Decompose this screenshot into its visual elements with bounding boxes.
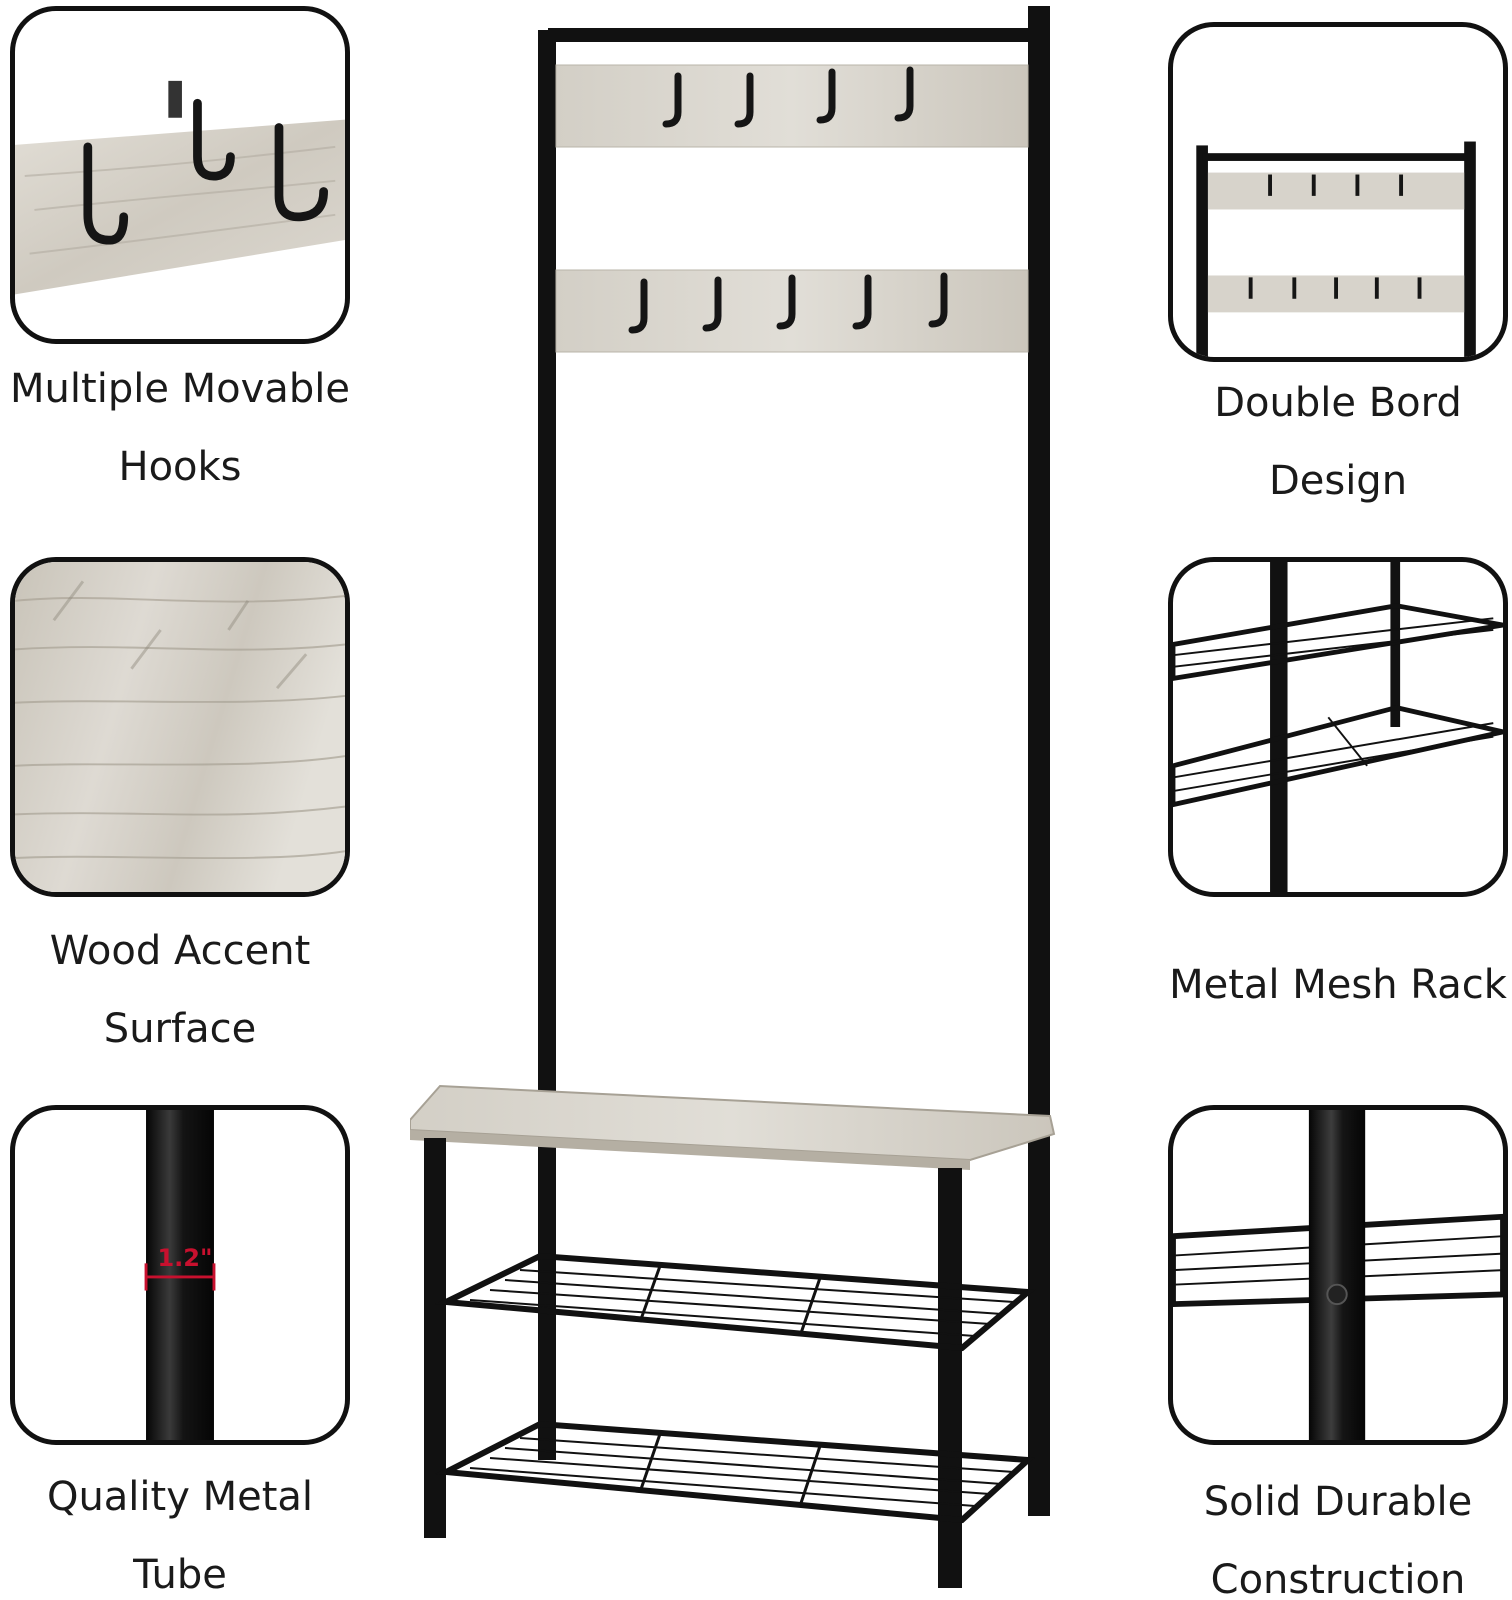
upper-hook-board [555, 64, 1029, 148]
double-board-panel [1168, 22, 1508, 362]
hooks-caption: Multiple Movable Hooks [0, 350, 360, 506]
tube-caption-line2: Tube [133, 1552, 227, 1598]
wood-caption-line1: Wood Accent [49, 928, 311, 974]
wood-grain-background [15, 562, 345, 892]
durable-caption: Solid Durable Construction [1158, 1463, 1512, 1600]
hook-icon [628, 272, 948, 334]
wood-texture-illustration [15, 562, 345, 892]
top-crossbar [548, 28, 1038, 42]
mesh-shelf-icon [435, 1252, 1036, 1352]
bench-seat-edge [410, 1130, 970, 1170]
metal-tube-illustration [144, 1110, 216, 1440]
hook-icon [83, 98, 328, 245]
wood-board [15, 119, 345, 295]
durable-caption-line2: Construction [1210, 1557, 1466, 1600]
hook-icon [1248, 174, 1422, 299]
mesh-caption: Metal Mesh Rack [1158, 946, 1512, 1024]
hall-tree-product [409, 0, 1080, 1600]
tube-caption-line1: Quality Metal [46, 1474, 314, 1520]
mesh-shelf-icon [1173, 603, 1503, 808]
double-board-caption-line2: Design [1268, 458, 1408, 504]
hooks-closeup-illustration [15, 80, 345, 295]
mesh-rack-panel [1168, 557, 1508, 897]
mesh-rack-illustration [1173, 562, 1503, 892]
tube-diameter-label: 1.2" [157, 1244, 213, 1272]
upper-board [1207, 172, 1465, 210]
mesh-caption-line1: Metal Mesh Rack [1169, 962, 1507, 1008]
hooks-closeup-panel [10, 6, 350, 344]
front-legs [424, 1138, 962, 1588]
metal-tube-panel: 1.2" [10, 1105, 350, 1445]
hooks-caption-line1: Multiple Movable [10, 366, 350, 412]
bolt [1326, 1283, 1348, 1306]
wood-caption: Wood Accent Surface [0, 912, 360, 1068]
hooks-caption-line2: Hooks [118, 444, 242, 490]
durable-construction-panel [1168, 1105, 1508, 1445]
hook-icon [662, 66, 914, 128]
double-board-illustration [1196, 141, 1476, 357]
hall-tree-illustration [409, 6, 1056, 1588]
double-board-caption-line1: Double Bord [1214, 380, 1462, 426]
durable-construction-illustration [1173, 1110, 1503, 1440]
double-board-caption: Double Bord Design [1158, 364, 1512, 520]
measurement-marker [144, 1263, 216, 1291]
wood-surface-panel [10, 557, 350, 897]
upright-tube [1308, 1110, 1366, 1440]
metal-tube [146, 1110, 214, 1440]
durable-caption-line1: Solid Durable [1203, 1479, 1473, 1525]
wood-caption-line2: Surface [103, 1006, 257, 1052]
hook-mount-plate [168, 80, 182, 118]
tube-caption: Quality Metal Tube [0, 1458, 360, 1600]
mesh-shelf-icon [435, 1420, 1036, 1524]
